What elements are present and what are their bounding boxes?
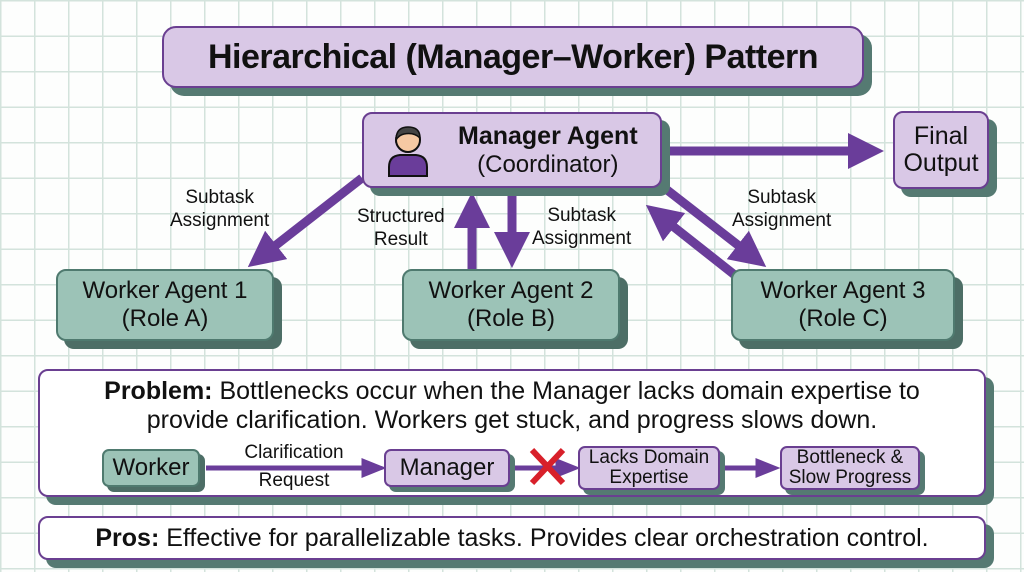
worker-role: (Role C)	[798, 305, 888, 332]
manager-name: Manager Agent	[458, 121, 638, 150]
problem-text: Problem: Bottlenecks occur when the Mana…	[40, 377, 984, 435]
problem-panel: Problem: Bottlenecks occur when the Mana…	[38, 369, 986, 497]
final-output-node: Final Output	[893, 111, 989, 189]
flow-lacks-expertise-node: Lacks Domain Expertise	[578, 446, 720, 490]
title-text: Hierarchical (Manager–Worker) Pattern	[207, 37, 819, 76]
person-icon	[388, 126, 428, 177]
flow-lacks-line1: Lacks Domain	[588, 447, 710, 469]
flow-bottleneck-node: Bottleneck & Slow Progress	[780, 446, 920, 490]
arrow-worker3-to-manager	[645, 204, 739, 280]
problem-line1: Bottlenecks occur when the Manager lacks…	[212, 377, 920, 405]
edge-label-line: Assignment	[532, 227, 632, 249]
edge-label-line: Subtask	[747, 187, 816, 208]
edge-label-w2-result: Structured Result	[357, 206, 445, 252]
pros-label: Pros:	[95, 523, 160, 552]
flow-manager-node: Manager	[384, 449, 510, 487]
pros-text: Effective for parallelizable tasks. Prov…	[159, 523, 929, 552]
final-output-line2: Output	[903, 149, 979, 177]
worker-agent-3-node: Worker Agent 3 (Role C)	[731, 269, 955, 341]
red-x-icon	[529, 447, 566, 486]
flow-bottleneck-line2: Slow Progress	[788, 467, 912, 488]
edge-label-line: Assignment	[170, 209, 270, 231]
worker-role: (Role A)	[121, 305, 209, 332]
diagram-title: Hierarchical (Manager–Worker) Pattern	[162, 26, 864, 88]
edge-label-line: Assignment	[732, 209, 832, 231]
edge-label-line: Subtask	[547, 205, 616, 226]
edge-label-line: Subtask	[185, 187, 254, 208]
worker-name: Worker Agent 2	[428, 277, 594, 305]
problem-label: Problem:	[104, 377, 213, 405]
worker-role: (Role B)	[466, 305, 556, 332]
edge-label-line: Result	[373, 228, 428, 250]
problem-flow-arrows	[206, 447, 781, 486]
pros-panel: Pros: Effective for parallelizable tasks…	[38, 516, 986, 560]
worker-name: Worker Agent 3	[760, 277, 926, 305]
flow-manager-label: Manager	[399, 454, 495, 482]
edge-label-w3-assignment: Subtask Assignment	[732, 187, 831, 233]
flow-bottleneck-line1: Bottleneck &	[796, 447, 904, 469]
edge-label-w2-assignment: Subtask Assignment	[532, 205, 631, 251]
edge-label-w1-assignment: Subtask Assignment	[170, 187, 269, 233]
manager-role: (Coordinator)	[477, 150, 619, 178]
worker-agent-2-node: Worker Agent 2 (Role B)	[402, 269, 620, 341]
final-output-line1: Final	[913, 121, 969, 150]
arrow-manager-to-worker1	[247, 174, 365, 268]
flow-request-label-bottom: Request	[258, 470, 330, 491]
arrow-manager-to-worker3	[659, 182, 767, 268]
worker-name: Worker Agent 1	[82, 277, 248, 305]
flow-request-label-top: Clarification	[244, 442, 344, 463]
manager-agent-node: Manager Agent (Coordinator)	[362, 112, 662, 188]
worker-agent-1-node: Worker Agent 1 (Role A)	[56, 269, 274, 341]
problem-line2: provide clarification. Workers get stuck…	[146, 405, 878, 434]
flow-lacks-line2: Expertise	[609, 467, 689, 488]
edge-label-line: Structured	[357, 206, 445, 227]
flow-worker-node: Worker	[102, 449, 200, 487]
flow-worker-label: Worker	[112, 454, 190, 482]
